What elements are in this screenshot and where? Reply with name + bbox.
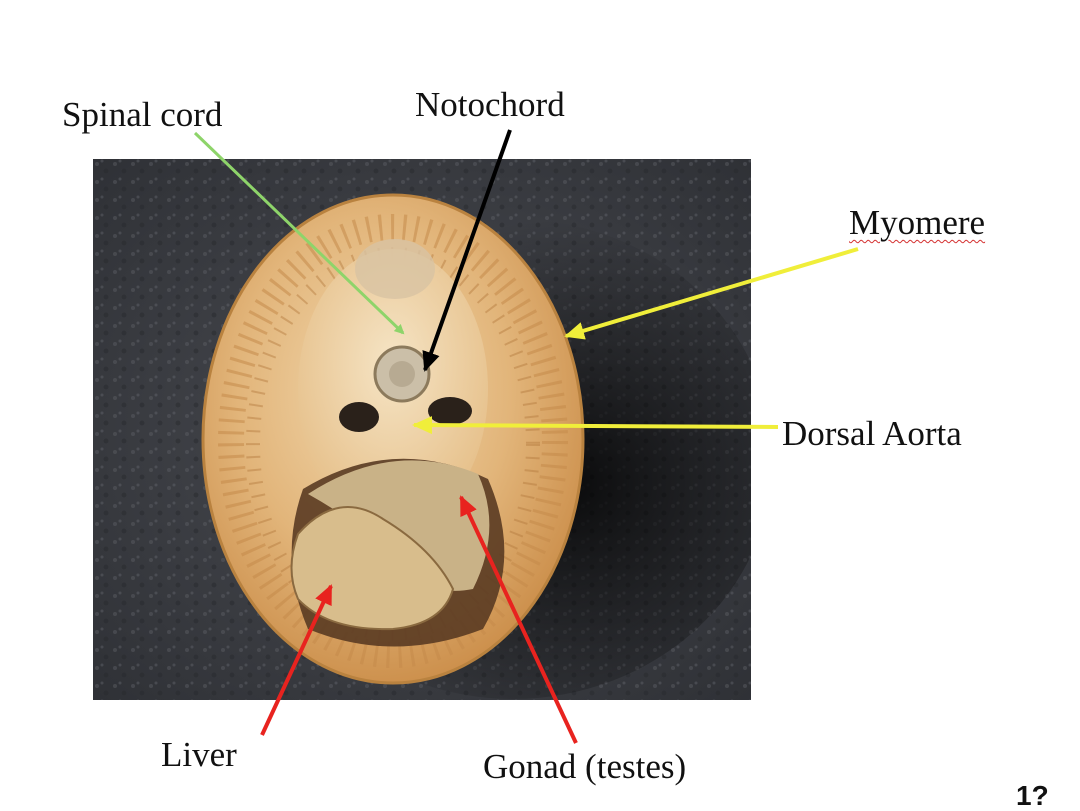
label-dorsal-aorta: Dorsal Aorta: [782, 414, 962, 453]
page-number: 1?: [1016, 780, 1049, 811]
label-notochord: Notochord: [415, 85, 565, 124]
specimen-cross-section-drawing: [93, 159, 751, 700]
label-spinal-cord: Spinal cord: [62, 95, 223, 134]
label-myomere: Myomere: [849, 203, 986, 242]
label-liver: Liver: [161, 735, 237, 774]
label-gonad: Gonad (testes): [483, 747, 687, 786]
specimen-photo: [93, 159, 751, 700]
